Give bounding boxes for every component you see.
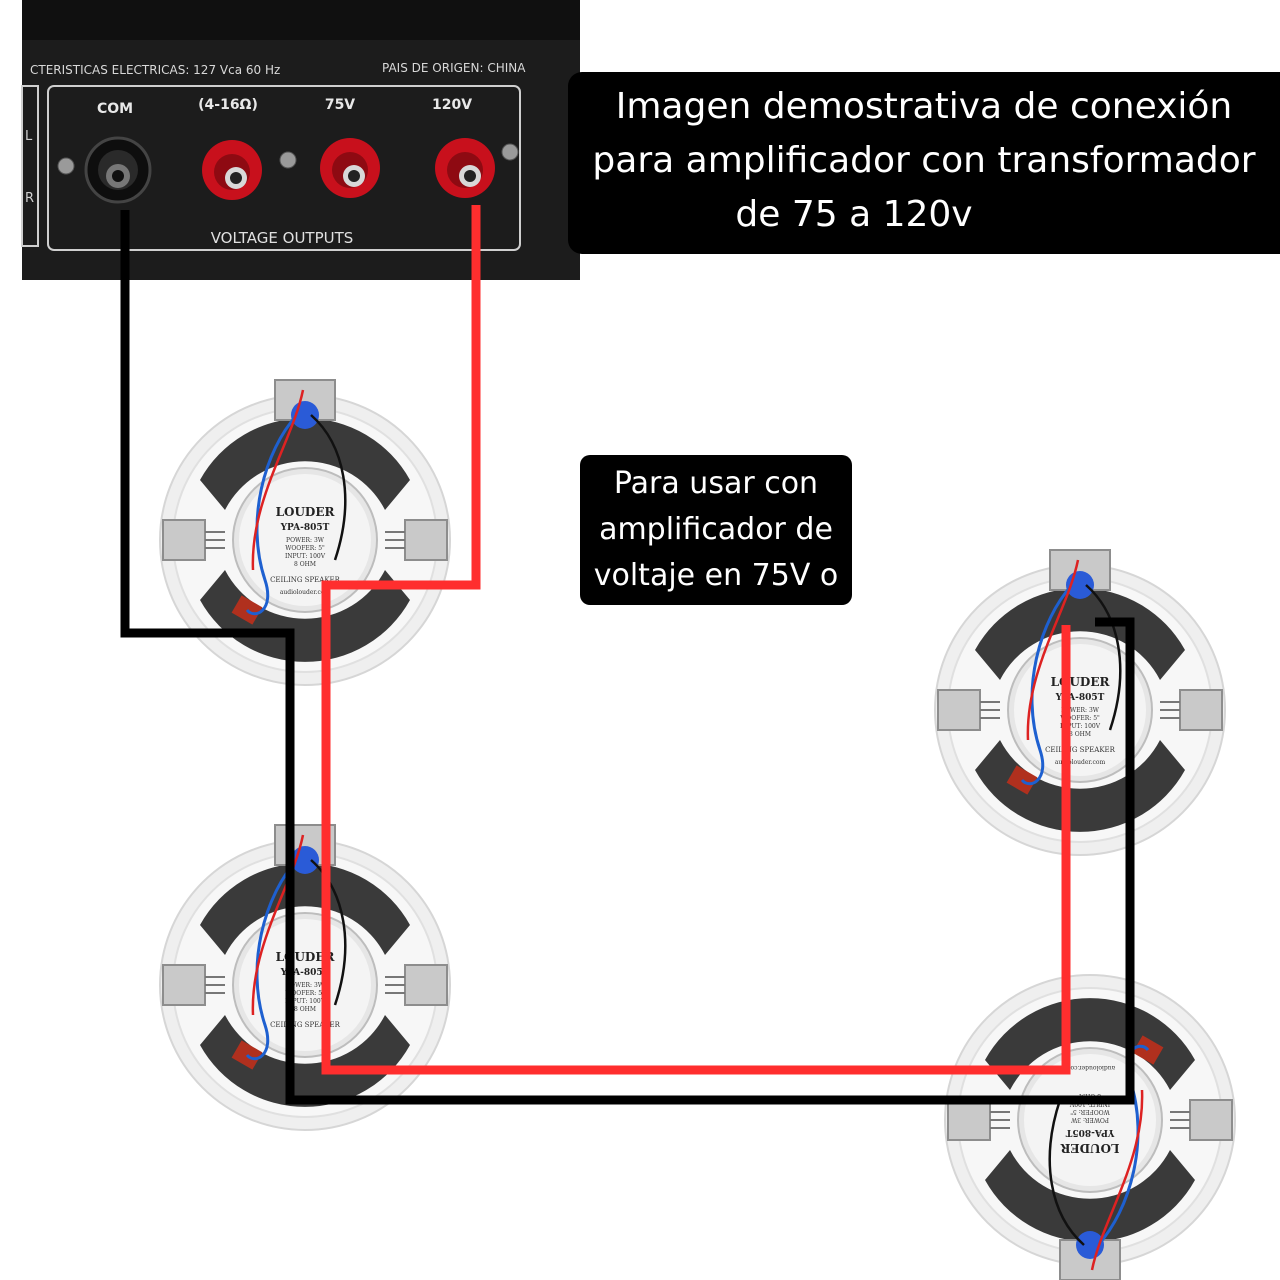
speaker-model: YPA-805T — [1055, 693, 1105, 703]
terminal-impedance — [202, 140, 262, 200]
terminal-label-impedance: (4-16Ω) — [198, 97, 258, 113]
speaker-model: YPA-805T — [280, 523, 330, 533]
speaker-spec-ohm: 8 OHM — [1069, 731, 1091, 738]
speaker-site: audiolouder.com — [1065, 1064, 1116, 1071]
speaker-site: audiolouder.com — [280, 589, 331, 596]
note-line-4: 120V — [677, 604, 755, 639]
speaker-type: CEILING SPEAKER — [270, 1021, 341, 1029]
speaker-label: LOUDER YPA-805T POWER: 3W WOOFER: 5" INP… — [270, 505, 341, 596]
terminal-label-com: COM — [97, 101, 133, 117]
speaker-spec-ohm: 8 OHM — [294, 1006, 316, 1013]
speaker-brand: LOUDER — [276, 505, 336, 519]
title-line-3: de 75 a 120v — [735, 194, 973, 235]
speaker-spec-input: INPUT: 100V — [285, 998, 326, 1005]
terminal-75v — [320, 138, 380, 198]
positive-wire — [321, 205, 1071, 1075]
screw-icon — [57, 157, 75, 175]
speaker-bottom-left: LOUDER YPA-805T POWER: 3W WOOFER: 5" INP… — [158, 823, 452, 1132]
speaker-spec-power: POWER: 3W — [286, 537, 325, 544]
terminal-120v — [435, 138, 495, 198]
speaker-model: YPA-805T — [280, 968, 330, 978]
screw-icon — [279, 151, 297, 169]
speaker-spec-input: INPUT: 100V — [285, 553, 326, 560]
amplifier-spec-text: CTERISTICAS ELECTRICAS: 127 Vca 60 Hz — [30, 63, 280, 77]
speaker-site: audiolouder.com — [1055, 759, 1106, 766]
speaker-bottom-right: LOUDER YPA-805T POWER: 3W WOOFER: 5" INP… — [943, 973, 1237, 1280]
speaker-spec-power: POWER: 3W — [1070, 1116, 1109, 1123]
screw-icon — [501, 143, 519, 161]
note-line-3: voltaje en 75V o — [593, 558, 839, 593]
note-line-2: amplificador de — [599, 512, 833, 547]
note-line-1: Para usar con — [613, 466, 819, 501]
terminal-com — [84, 136, 152, 204]
speaker-type: CEILING SPEAKER — [1045, 746, 1116, 754]
speaker-type: CEILING SPEAKER — [270, 576, 341, 584]
side-mark-r: R — [25, 191, 34, 206]
speaker-brand: LOUDER — [1051, 675, 1111, 689]
speaker-spec-power: POWER: 3W — [1061, 707, 1100, 714]
speaker-top-left: LOUDER YPA-805T POWER: 3W WOOFER: 5" INP… — [158, 378, 452, 687]
speaker-spec-woofer: WOOFER: 5" — [285, 990, 325, 997]
speaker-spec-ohm: 8 OHM — [294, 561, 316, 568]
speaker-spec-woofer: WOOFER: 5" — [1070, 1108, 1110, 1115]
terminal-label-75v: 75V — [325, 97, 355, 113]
title-line-1: Imagen demostrativa de conexión — [615, 86, 1233, 127]
voltage-outputs-label: VOLTAGE OUTPUTS — [211, 229, 354, 247]
note-callout: Para usar con amplificador de voltaje en… — [580, 455, 852, 639]
terminal-label-120v: 120V — [432, 97, 472, 113]
speaker-spec-woofer: WOOFER: 5" — [285, 545, 325, 552]
side-mark-l: L — [25, 129, 33, 144]
speaker-brand: LOUDER — [1060, 1141, 1120, 1155]
speaker-spec-input: INPUT: 100V — [1060, 723, 1101, 730]
amplifier-origin-text: PAIS DE ORIGEN: CHINA — [382, 61, 526, 75]
speaker-spec-power: POWER: 3W — [286, 982, 325, 989]
speaker-model: YPA-805T — [1065, 1127, 1115, 1137]
speaker-top-right: LOUDER YPA-805T POWER: 3W WOOFER: 5" INP… — [933, 548, 1227, 857]
title-line-2: para amplificador con transformador — [592, 140, 1256, 181]
common-wire — [120, 210, 1135, 1105]
title-callout: Imagen demostrativa de conexión para amp… — [568, 72, 1280, 254]
amplifier-panel: CTERISTICAS ELECTRICAS: 127 Vca 60 Hz PA… — [21, 0, 580, 280]
speaker-spec-woofer: WOOFER: 5" — [1060, 715, 1100, 722]
